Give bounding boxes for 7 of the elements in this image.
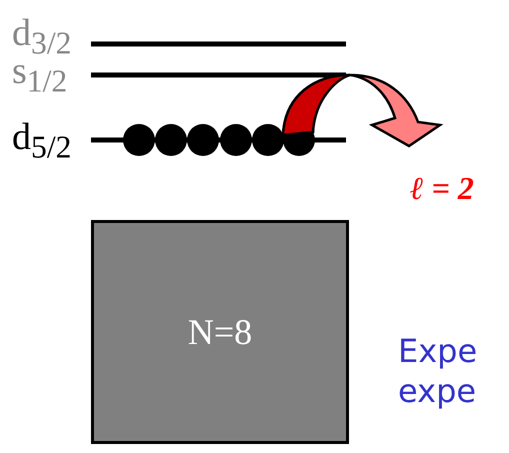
- orbital-momentum-label: ℓ = 2: [410, 172, 474, 204]
- note-text: Expe: [398, 335, 478, 367]
- level-label: d$_{3/2}$: [12, 14, 72, 60]
- note-text: expe: [398, 375, 476, 407]
- level-label: d$_{5/2}$: [12, 118, 72, 164]
- nucleus-core-box: [91, 220, 349, 444]
- core-label: N=8: [188, 311, 252, 353]
